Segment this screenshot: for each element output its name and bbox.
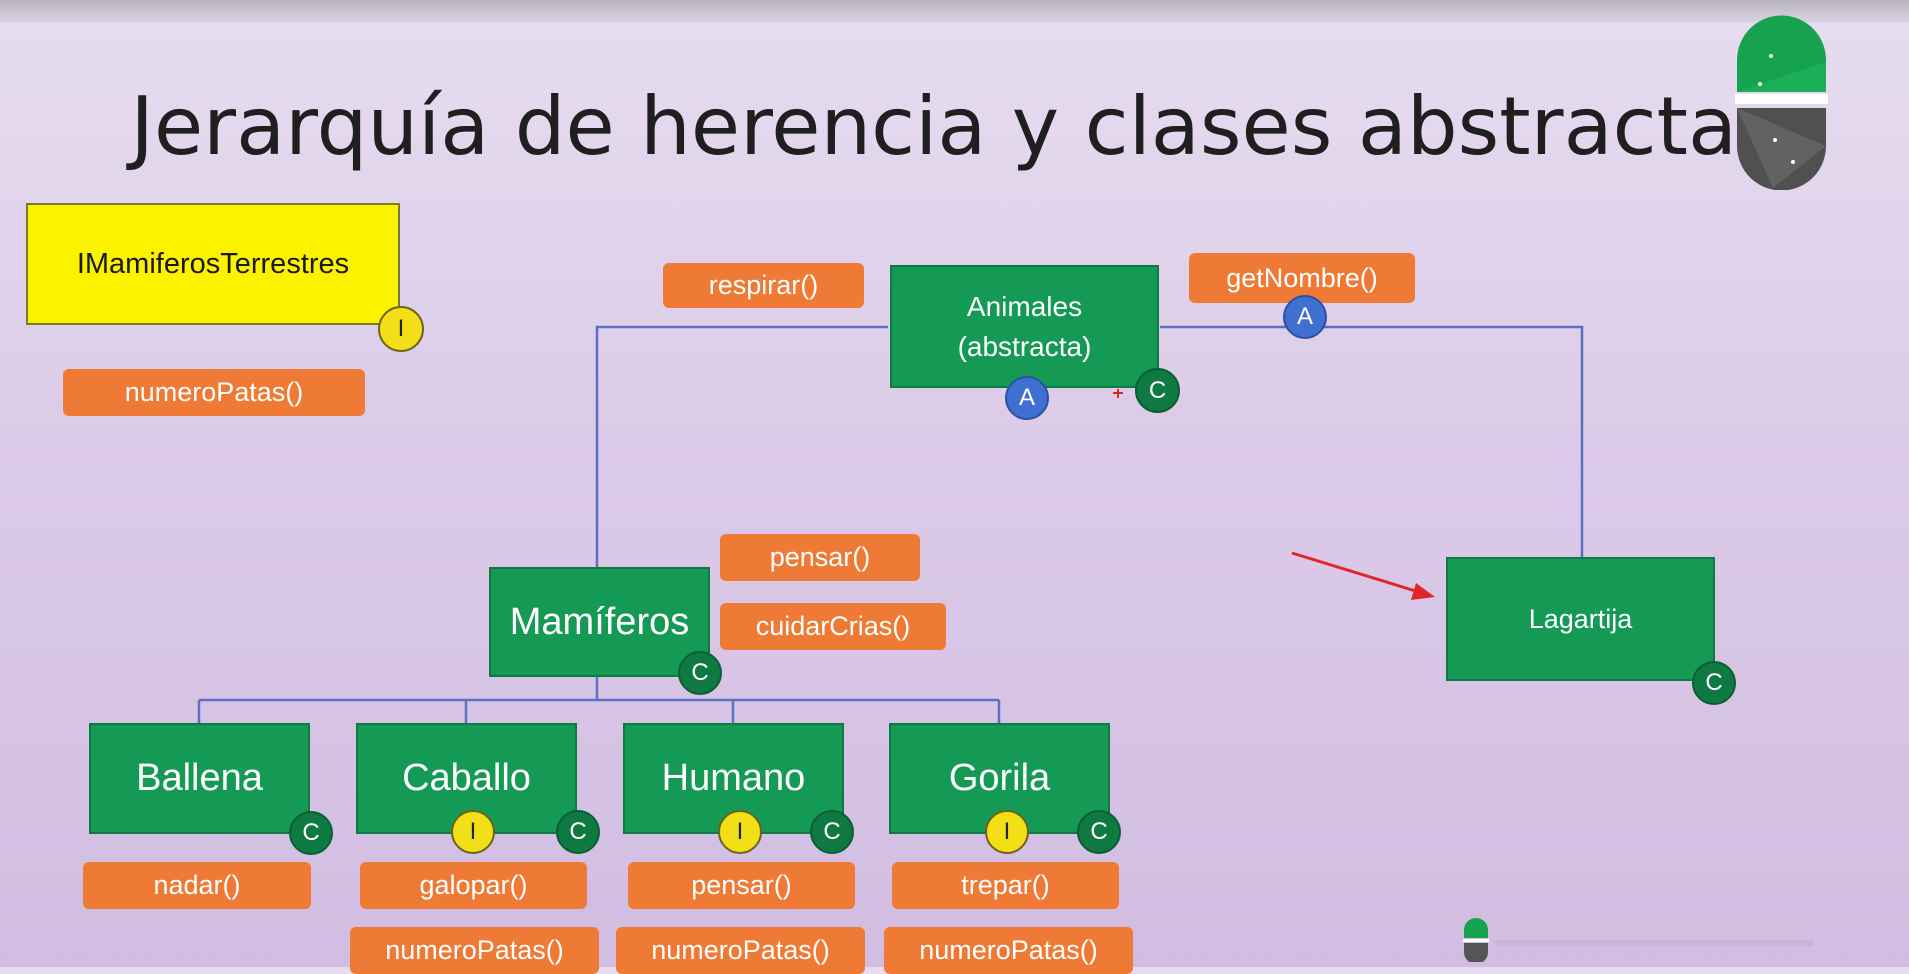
mamiferos-label: Mamíferos	[509, 600, 690, 643]
ballena-class-badge: C	[289, 811, 333, 855]
interface-name: IMamiferosTerrestres	[76, 247, 350, 280]
animales-class-badge: C	[1135, 368, 1180, 413]
caballo-interface-badge: I	[451, 810, 495, 854]
getnombre-abstract-badge: A	[1283, 295, 1327, 339]
class-lagartija: Lagartija	[1446, 557, 1715, 681]
animales-abstract-label: (abstracta)	[957, 330, 1092, 362]
gorila-interface-badge: I	[985, 810, 1029, 854]
method-numeropatas-humano: numeroPatas()	[616, 927, 865, 974]
lagartija-class-badge: C	[1692, 661, 1736, 705]
logo-icon	[1735, 15, 1828, 190]
caballo-label: Caballo	[402, 757, 531, 799]
gorila-class-badge: C	[1077, 810, 1121, 854]
class-ballena: Ballena	[89, 723, 310, 834]
watermark-strip	[1494, 940, 1814, 946]
humano-label: Humano	[661, 757, 806, 799]
mamiferos-class-badge: C	[678, 651, 722, 695]
method-respirar: respirar()	[663, 263, 864, 308]
interface-box: IMamiferosTerrestres	[26, 203, 400, 325]
class-animales: Animales (abstracta)	[890, 265, 1159, 388]
method-pensar-humano: pensar()	[628, 862, 855, 909]
red-arrow	[1291, 551, 1423, 595]
interface-badge: I	[378, 306, 424, 352]
method-trepar: trepar()	[892, 862, 1119, 909]
method-getnombre: getNombre()	[1189, 253, 1415, 303]
humano-class-badge: C	[810, 810, 854, 854]
animales-abstract-badge: A	[1005, 376, 1049, 420]
method-numeropatas-interface: numeroPatas()	[63, 369, 365, 416]
class-mamiferos: Mamíferos	[489, 567, 710, 677]
method-cuidarcrias: cuidarCrias()	[720, 603, 946, 650]
small-logo-icon	[1463, 918, 1489, 962]
ballena-label: Ballena	[136, 757, 263, 799]
animales-label: Animales	[966, 290, 1083, 322]
gorila-label: Gorila	[948, 757, 1051, 799]
slide-title: Jerarquía de herencia y clases abstracta…	[130, 80, 1779, 173]
method-pensar-mamiferos: pensar()	[720, 534, 920, 581]
method-numeropatas-caballo: numeroPatas()	[350, 927, 599, 974]
caballo-class-badge: C	[556, 810, 600, 854]
method-nadar: nadar()	[83, 862, 311, 909]
humano-interface-badge: I	[718, 810, 762, 854]
top-bar	[0, 0, 1909, 22]
method-numeropatas-gorila: numeroPatas()	[884, 927, 1133, 974]
lagartija-label: Lagartija	[1528, 603, 1633, 634]
method-galopar: galopar()	[360, 862, 587, 909]
